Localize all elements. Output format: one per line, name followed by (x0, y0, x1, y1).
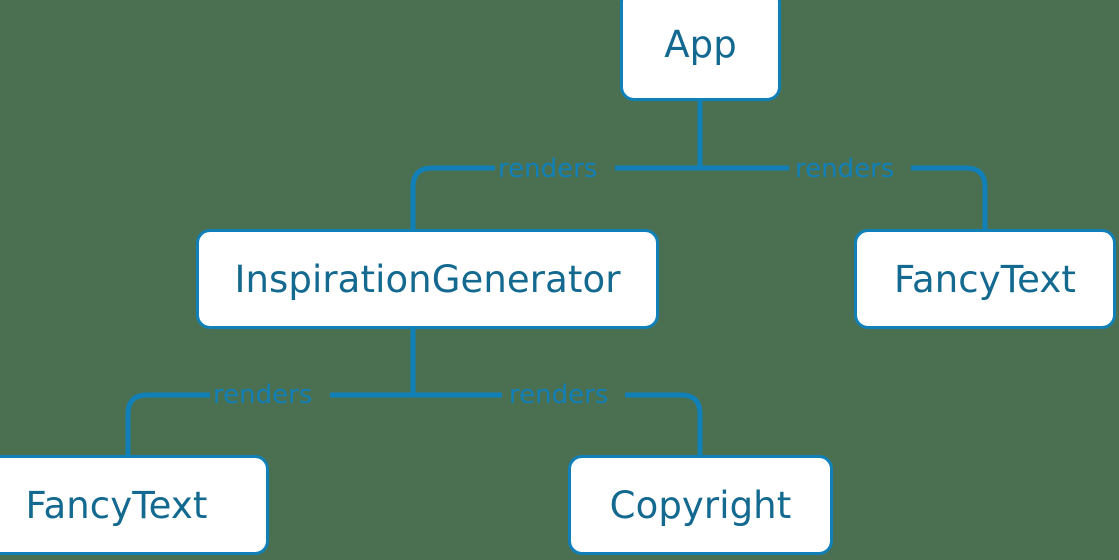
node-app-label: App (664, 23, 737, 66)
node-fancytext-right-label: FancyText (894, 257, 1076, 301)
edge-label-app-to-inspirationgenerator: renders (498, 154, 598, 184)
node-fancytext-right[interactable]: FancyText (854, 229, 1116, 329)
node-inspirationgenerator[interactable]: InspirationGenerator (196, 229, 659, 329)
edge-label-inspirationgenerator-to-fancytext-left: renders (213, 380, 313, 410)
edge-inspirationgenerator-to-copyright (413, 392, 703, 455)
node-app[interactable]: App (620, 0, 781, 101)
node-inspirationgenerator-label: InspirationGenerator (234, 257, 621, 301)
edge-inspirationgenerator-to-fancytext-left (125, 392, 413, 455)
edge-app-to-fancytext-right (700, 165, 988, 229)
edge-label-app-to-fancytext-right: renders (795, 154, 895, 184)
node-copyright-label: Copyright (609, 483, 792, 527)
edge-label-inspirationgenerator-to-copyright: renders (509, 380, 609, 410)
node-copyright[interactable]: Copyright (568, 455, 833, 555)
edge-app-to-inspirationgenerator (410, 165, 700, 229)
node-fancytext-left[interactable]: FancyText (0, 455, 269, 555)
node-fancytext-left-label: FancyText (25, 483, 208, 527)
